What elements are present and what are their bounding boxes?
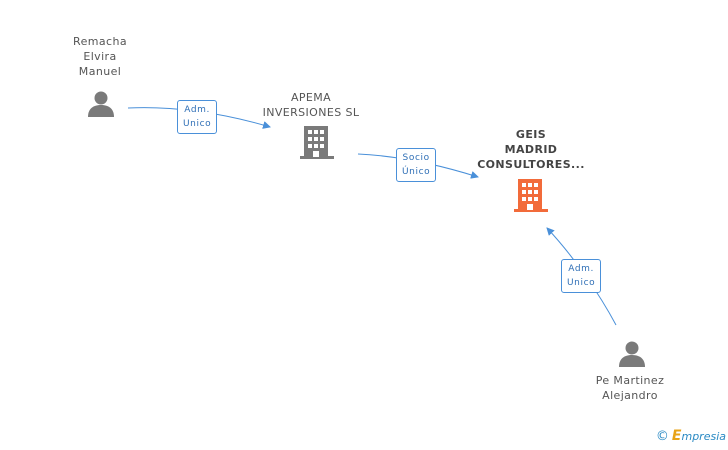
edge-label-adm-unico[interactable]: Adm. Unico [177,100,218,134]
node-label-geis[interactable]: GEIS MADRID CONSULTORES... [477,128,585,171]
node-label-apema[interactable]: APEMA INVERSIONES SL [262,91,360,119]
copyright-symbol: © [655,428,669,444]
person-icon[interactable] [86,89,116,119]
person-icon[interactable] [617,339,647,369]
node-label-pe-martinez[interactable]: Pe Martinez Alejandro [595,374,665,402]
empresia-logo[interactable]: © Empresia [656,428,726,444]
building-icon[interactable] [300,124,334,160]
brand-name: Empresia [671,428,726,444]
main-company-building-icon[interactable] [514,177,548,213]
node-label-remacha[interactable]: Remacha Elvira Manuel [73,35,127,78]
edge-label-adm-unico[interactable]: Adm. Unico [561,259,602,293]
edge-label-socio-unico[interactable]: Socio Único [396,148,437,182]
